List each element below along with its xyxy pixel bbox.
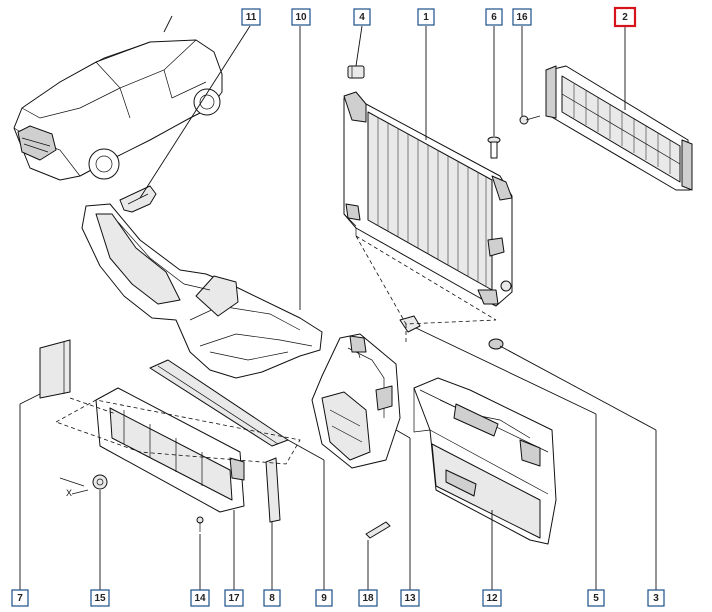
svg-text:16: 16 (516, 12, 528, 23)
part-7-panel (39, 339, 71, 399)
vehicle-illustration (13, 15, 223, 181)
callout-17: 17 (224, 589, 244, 607)
callout-3: 3 (647, 589, 665, 607)
svg-text:17: 17 (228, 593, 240, 604)
assembly-dash-lines (55, 235, 497, 465)
svg-text:13: 13 (404, 593, 416, 604)
part-13-fan-shroud (311, 333, 401, 469)
svg-text:18: 18 (362, 593, 374, 604)
callout-16: 16 (512, 8, 532, 26)
callout-13: 13 (400, 589, 420, 607)
callout-18: 18 (358, 589, 378, 607)
svg-text:9: 9 (321, 593, 327, 604)
callout-9: 9 (315, 589, 333, 607)
svg-text:1: 1 (423, 12, 429, 23)
svg-text:4: 4 (359, 12, 365, 23)
part-11-bracket (119, 185, 157, 213)
part-3-grommet (399, 315, 504, 350)
svg-text:15: 15 (94, 593, 106, 604)
svg-text:14: 14 (194, 593, 206, 604)
part-17-lower-frame (95, 387, 245, 513)
part-6-screw (487, 136, 501, 159)
callout-1: 1 (417, 8, 435, 26)
callout-8: 8 (263, 589, 281, 607)
svg-text:10: 10 (295, 12, 307, 23)
callout-11: 11 (241, 8, 261, 26)
callout-2-highlighted: 2 (613, 6, 637, 28)
svg-text:5: 5 (593, 593, 599, 604)
svg-text:11: 11 (246, 12, 257, 23)
callout-14: 14 (190, 589, 210, 607)
callout-15: 15 (90, 589, 110, 607)
fastener-x-mark: X (66, 488, 72, 498)
svg-text:12: 12 (486, 593, 498, 604)
part-8-strip (265, 457, 281, 523)
part-18-clip (365, 521, 391, 539)
part-16-bolt (519, 115, 541, 125)
part-4-clip (347, 65, 365, 79)
callout-7: 7 (11, 589, 29, 607)
svg-text:2: 2 (622, 12, 628, 23)
svg-text:6: 6 (491, 12, 497, 23)
svg-text:7: 7 (17, 593, 23, 604)
part-12-front-carrier (413, 377, 557, 545)
leader-lines (19, 25, 657, 598)
svg-text:3: 3 (653, 593, 659, 604)
callout-4: 4 (353, 8, 371, 26)
part-14-screw (196, 516, 204, 532)
part-15-nut: X (59, 474, 108, 498)
callout-5: 5 (587, 589, 605, 607)
callout-6: 6 (485, 8, 503, 26)
radiator-core-fins (377, 117, 487, 286)
svg-text:8: 8 (269, 593, 275, 604)
part-2-condenser (545, 65, 693, 191)
callout-10: 10 (291, 8, 311, 26)
part-10-air-duct (81, 203, 323, 379)
callout-12: 12 (482, 589, 502, 607)
part-1-radiator (343, 91, 513, 307)
